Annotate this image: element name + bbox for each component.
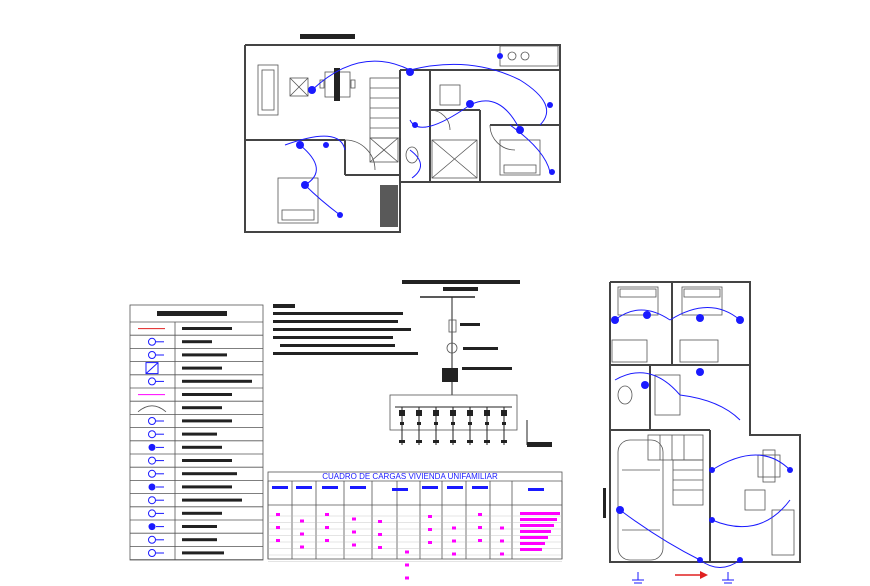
legend-header-bar: [157, 311, 227, 316]
legend-symbol-icon: [148, 483, 156, 491]
legend-label-bar: [182, 432, 217, 436]
legend-symbol-icon: [148, 337, 156, 346]
legend-symbol-icon: [148, 496, 156, 505]
top-floor-plan: [244, 34, 561, 233]
legend-symbol-icon: [148, 377, 156, 386]
load-table-title: CUADRO DE CARGAS VIVIENDA UNIFAMILIAR: [322, 472, 498, 481]
legend-label-bar: [182, 498, 242, 502]
legend-symbol-icon: [148, 535, 156, 544]
legend-label-bar: [182, 366, 222, 370]
legend-label-bar: [182, 406, 222, 410]
legend-label-bar: [182, 459, 232, 462]
legend-symbol-icon: [148, 430, 156, 439]
load-value-bar: [520, 518, 557, 521]
legend-label-bar: [182, 525, 217, 528]
legend-label-bar: [182, 353, 227, 357]
legend-label-bar: [182, 538, 217, 542]
breaker-icon: [433, 410, 439, 416]
breaker-icon: [416, 410, 422, 416]
legend-label-bar: [182, 551, 224, 555]
load-table: CUADRO DE CARGAS VIVIENDA UNIFAMILIAR: [267, 471, 563, 580]
single-line-diagram: [389, 280, 552, 447]
legend-label-bar: [182, 472, 237, 476]
meter-box: [448, 319, 457, 333]
load-value-bar: [520, 524, 554, 527]
legend-label-bar: [182, 393, 232, 396]
breaker-icon: [450, 410, 456, 416]
notes-block: [273, 304, 418, 355]
outer-walls: [244, 44, 561, 233]
plan-title-bar: [300, 34, 355, 39]
sofa-right: [771, 509, 795, 556]
legend-label-bar: [182, 340, 212, 344]
legend-symbol-icon: [148, 549, 156, 557]
sofa: [257, 64, 279, 116]
legend-symbol-icon: [148, 351, 156, 359]
legend-label-bar: [182, 379, 252, 383]
load-value-bar: [520, 536, 548, 539]
wiring-arc: [311, 60, 411, 91]
bed-right: [499, 139, 541, 176]
right-floor-plan: [603, 281, 801, 584]
legend-label-bar: [182, 485, 232, 489]
load-value-bar: [520, 542, 545, 545]
load-value-bar: [520, 530, 551, 533]
legend-symbol-icon: [148, 469, 156, 478]
legend-symbol-icon: [148, 443, 156, 451]
legend-symbol-icon: [148, 509, 156, 518]
legend-label-bar: [182, 419, 232, 423]
stairs-right: [672, 459, 704, 506]
legend-label-bar: [182, 511, 222, 515]
main-panel: [442, 368, 458, 382]
ground-icon: [722, 572, 734, 584]
bed-top-left: [617, 286, 659, 316]
legend-label-bar: [182, 327, 232, 330]
breaker-icon: [467, 410, 473, 416]
car: [617, 439, 664, 561]
breaker-icon: [484, 410, 490, 416]
ground-icon: [632, 572, 644, 584]
breaker-icon: [501, 410, 507, 416]
legend-symbol-icon: [148, 417, 156, 425]
breaker-icon: [399, 410, 405, 416]
legend-symbol-icon: [148, 456, 156, 465]
symbols-legend: [129, 304, 264, 561]
bed-left: [277, 177, 319, 224]
outer-walls-right: [609, 281, 801, 563]
load-value-bar: [520, 512, 560, 515]
legend-symbol-icon: [148, 523, 156, 531]
load-value-bar: [520, 548, 542, 551]
legend-label-bar: [182, 445, 222, 449]
panel-icon: [145, 362, 159, 375]
